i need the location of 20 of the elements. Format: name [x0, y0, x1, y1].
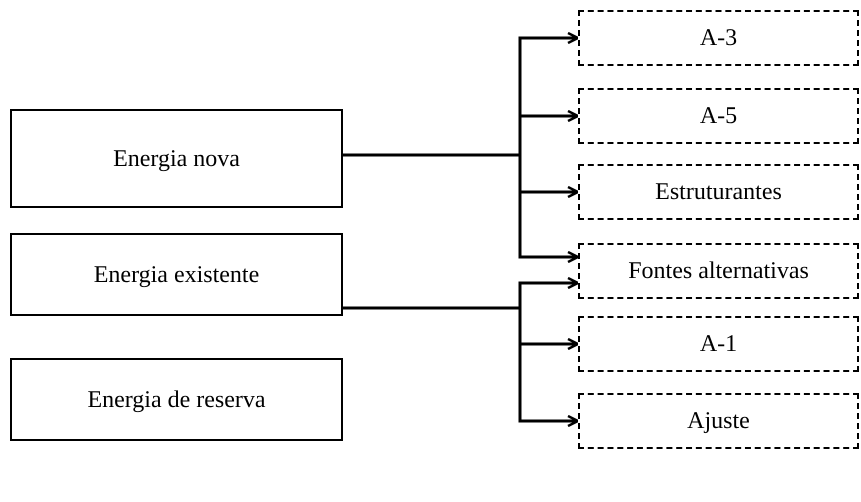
dashed-box	[578, 88, 859, 144]
process-box	[10, 109, 343, 208]
box-label: A-5	[700, 102, 738, 131]
box-label: A-3	[700, 24, 738, 53]
box-label: Fontes alternativas	[628, 257, 809, 286]
box-label: Energia nova	[113, 144, 240, 174]
box-label: Estruturantes	[655, 178, 782, 207]
box-label: Energia de reserva	[87, 386, 266, 414]
dashed-box	[578, 393, 859, 449]
dashed-box	[578, 10, 859, 66]
process-box	[10, 358, 343, 441]
process-box	[10, 233, 343, 316]
box-label: A-1	[700, 330, 738, 359]
dashed-box	[578, 316, 859, 372]
box-label: Ajuste	[687, 407, 750, 436]
box-label: Energia existente	[94, 260, 260, 290]
dashed-box	[578, 164, 859, 220]
arrow	[343, 154, 580, 264]
arrow	[343, 306, 580, 428]
dashed-box	[578, 243, 859, 299]
